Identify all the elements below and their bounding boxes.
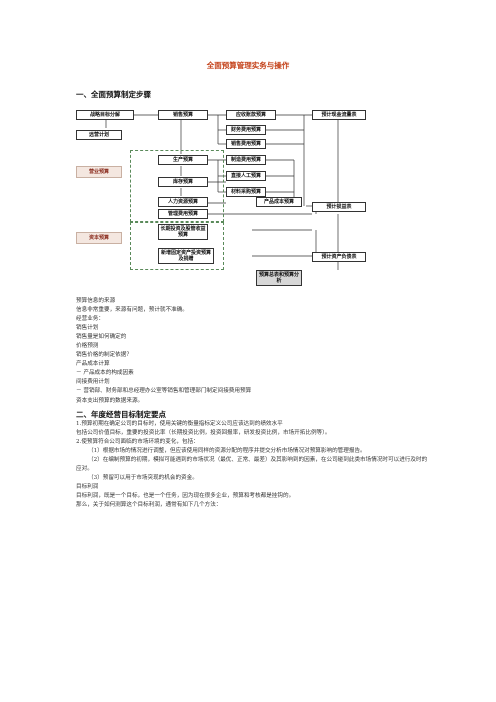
strategy-decompose-box: 战略目标分解 [76, 110, 134, 120]
list-item: 资本支出预算的数据来源。 [76, 397, 144, 404]
operating-budget-tag: 营业预算 [76, 166, 122, 178]
budget-info-list: 预算信息的来源 信息非常重要，来源有问题，预计就不准确。 经营业务： 销售计划 … [76, 297, 496, 406]
material-purchase-box: 材料采购预算 [226, 187, 266, 197]
sales-budget-box: 销售预算 [158, 110, 208, 120]
paragraph: 那么，关于如何测算这个目标利润，通常有如下几个方法： [76, 502, 222, 509]
targets-paragraphs: 1.预算初期在确定公司的目标时，使用关键的衡量指标定义公司应该达到的绩效水平 包… [76, 420, 428, 510]
list-item: 销售价格的制定依据？ [76, 352, 132, 359]
direct-labor-box: 直接人工预算 [226, 171, 266, 181]
income-statement-box: 预计损益表 [312, 202, 366, 212]
manufacturing-overhead-box: 制造费用预算 [226, 155, 266, 165]
paragraph: （3）预留可以用于市场突现的机会的资金。 [88, 475, 198, 482]
production-budget-box: 生产预算 [158, 155, 208, 165]
long-term-investment-box: 长期投资及股管收益预算 [158, 224, 208, 240]
list-item: － 产品成本的构成因素 [76, 370, 134, 377]
budget-summary-box: 预算总表和预算分析 [256, 270, 302, 286]
list-item: 销售量是如何确定的 [76, 334, 127, 341]
list-item: 经营业务： [76, 316, 104, 323]
receivables-budget-box: 应收账款预算 [226, 110, 276, 120]
product-cost-box: 产品成本预算 [256, 197, 302, 207]
paragraph: （1）根据市场的情况进行调整，但应该使用同样的资源分配的程序并提交分析市场情况对… [88, 448, 366, 455]
section-heading-2: 二、年度经营目标制定要点 [76, 410, 166, 419]
paragraph: 1.预算初期在确定公司的目标时，使用关键的衡量指标定义公司应该达到的绩效水平 [76, 421, 283, 427]
capital-budget-zone [130, 222, 224, 270]
section-heading-1: 一、全面预算制定步骤 [76, 90, 151, 99]
list-item: 预算信息的来源 [76, 298, 116, 304]
cash-flow-statement-box: 预计现金流量表 [312, 110, 366, 120]
list-item: 价格预测 [76, 343, 99, 350]
admin-expense-box: 管理费用预算 [158, 209, 208, 219]
list-item: － 营销部、财务部和总经理办公室等销售和管理部门制定间接费用预算 [76, 388, 252, 395]
operating-budget-zone [130, 150, 224, 222]
inventory-budget-box: 库存预算 [158, 177, 208, 187]
finance-expense-box: 财务费用预算 [226, 125, 266, 135]
operating-plan-box: 远营计划 [76, 130, 122, 140]
paragraph: 目标利润 [76, 484, 99, 491]
document-title: 全面预算管理实务与操作 [206, 61, 290, 70]
paragraph: 目标利润，既是一个目标，也是一个任务，因为现在很多企业，预算和考核都是挂钩的。 [76, 493, 295, 500]
list-item: 间接费用计划 [76, 379, 110, 386]
list-item: 销售计划 [76, 325, 99, 332]
balance-sheet-box: 预计资产负债表 [312, 252, 366, 262]
sales-expense-box: 销售费用预算 [226, 139, 266, 149]
list-item: 产品成本计算 [76, 361, 110, 368]
paragraph: 2.使预算符合公司面临的市场环境的变化，包括： [76, 439, 199, 446]
hr-budget-box: 人力资源预算 [158, 197, 208, 207]
capital-budget-tag: 资本预算 [76, 232, 122, 244]
fixed-asset-investment-box: 新增固定资产投资预算及捐赠 [158, 248, 214, 264]
paragraph: （2）在编制预算的初期，模拟可能遇到的市场状况（最优、正常、最差）及其影响到的因… [76, 457, 428, 473]
budget-flow-diagram: 战略目标分解 远营计划 营业预算 资本预算 销售预算 生产预算 库存预算 人力资… [76, 106, 366, 296]
list-item: 信息非常重要，来源有问题，预计就不准确。 [76, 307, 188, 314]
paragraph: 包括公司价值目标，重要的投资比率（长期投资比例，投资回报率，研发投资比例，市场开… [76, 430, 331, 437]
